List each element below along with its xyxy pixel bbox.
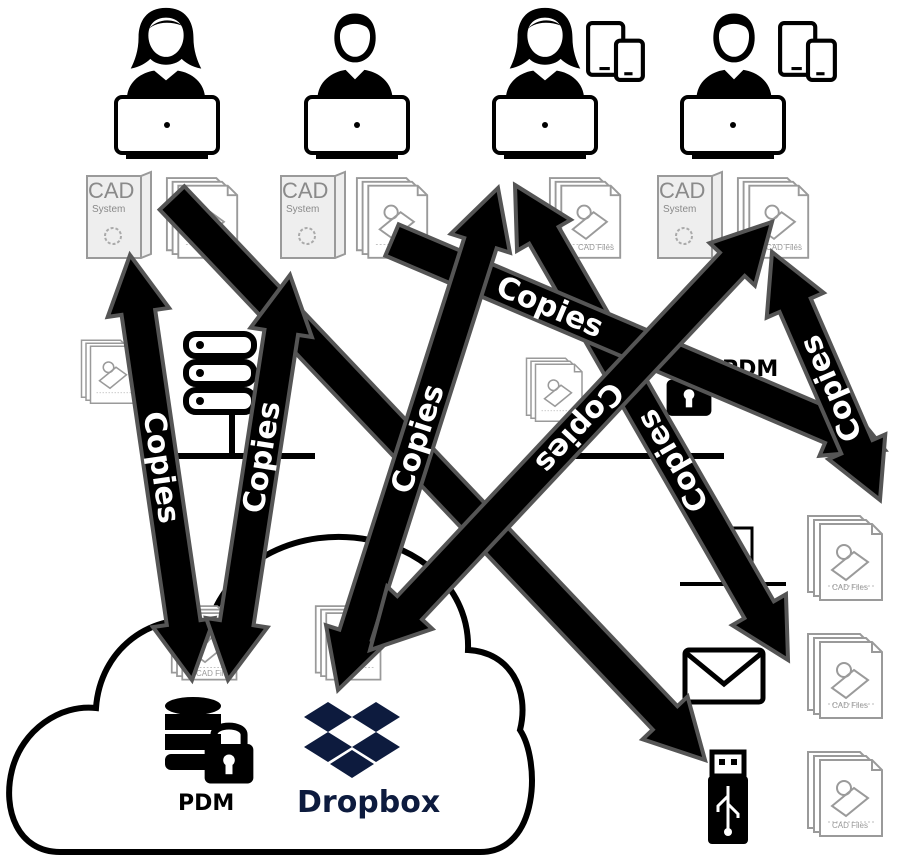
user-3-group [492, 7, 643, 161]
cad-files-label: CAD Files [766, 243, 802, 252]
cad-system-box: CAD System [279, 170, 347, 260]
arrow-shape [104, 250, 218, 685]
arrow-shape [203, 270, 315, 685]
male-user-icon [696, 13, 772, 100]
cad-files-label: CAD Files [832, 821, 868, 830]
user-4-group [680, 13, 835, 161]
cloud-pdm-group: PDM [165, 697, 253, 816]
cad-system-title: CAD [88, 178, 134, 203]
female-user-icon [126, 7, 206, 100]
arrow-shape [323, 183, 513, 695]
svg-text:CAD Files: CAD Files [196, 669, 232, 678]
cloud-pdm-label: PDM [178, 791, 234, 816]
cad-files-label: CAD Files [832, 701, 868, 710]
laptop-icon [304, 95, 410, 161]
file-server-icon [160, 331, 315, 459]
cad-system-subtitle: System [663, 204, 696, 215]
laptop-icon [492, 95, 598, 161]
cloud-cad-files-icon: CAD Files [170, 605, 238, 681]
usb-drive-icon [708, 749, 748, 844]
dropbox-logo-icon [304, 702, 400, 778]
cad-files-icon: CAD Files [548, 177, 622, 259]
cad-system-title: CAD [282, 178, 328, 203]
mobile-devices-icon [780, 23, 835, 80]
female-user-icon [505, 7, 585, 100]
copies-label: Copies [630, 403, 716, 518]
cad-files-label: CAD Files [578, 243, 614, 252]
cad-system-box: CAD System [85, 170, 153, 260]
arrow-shape [367, 218, 775, 654]
cad-files-icon: CAD Files [736, 177, 810, 259]
laptop-icon [680, 95, 786, 161]
user-2-group [304, 13, 410, 161]
email-icon [682, 647, 766, 705]
mobile-devices-icon [588, 23, 643, 80]
cad-system-subtitle: System [92, 204, 125, 215]
male-user-icon [317, 13, 393, 100]
cad-system-subtitle: System [286, 204, 319, 215]
user-1-group [114, 7, 220, 161]
copies-arrow: Copies [104, 250, 218, 685]
cad-files-label: CAD Files [832, 583, 868, 592]
cad-files-icon: CAD Files [807, 751, 883, 837]
dropbox-label: Dropbox [297, 785, 440, 820]
cad-system-box: CAD System [656, 170, 724, 260]
cad-files-icon: CAD Files [807, 633, 883, 719]
arrow-shape [764, 248, 888, 504]
cad-system-title: CAD [659, 178, 705, 203]
laptop-icon [114, 95, 220, 161]
dropbox-group: Dropbox [297, 702, 440, 820]
cad-files-icon: CAD Files [807, 515, 883, 601]
